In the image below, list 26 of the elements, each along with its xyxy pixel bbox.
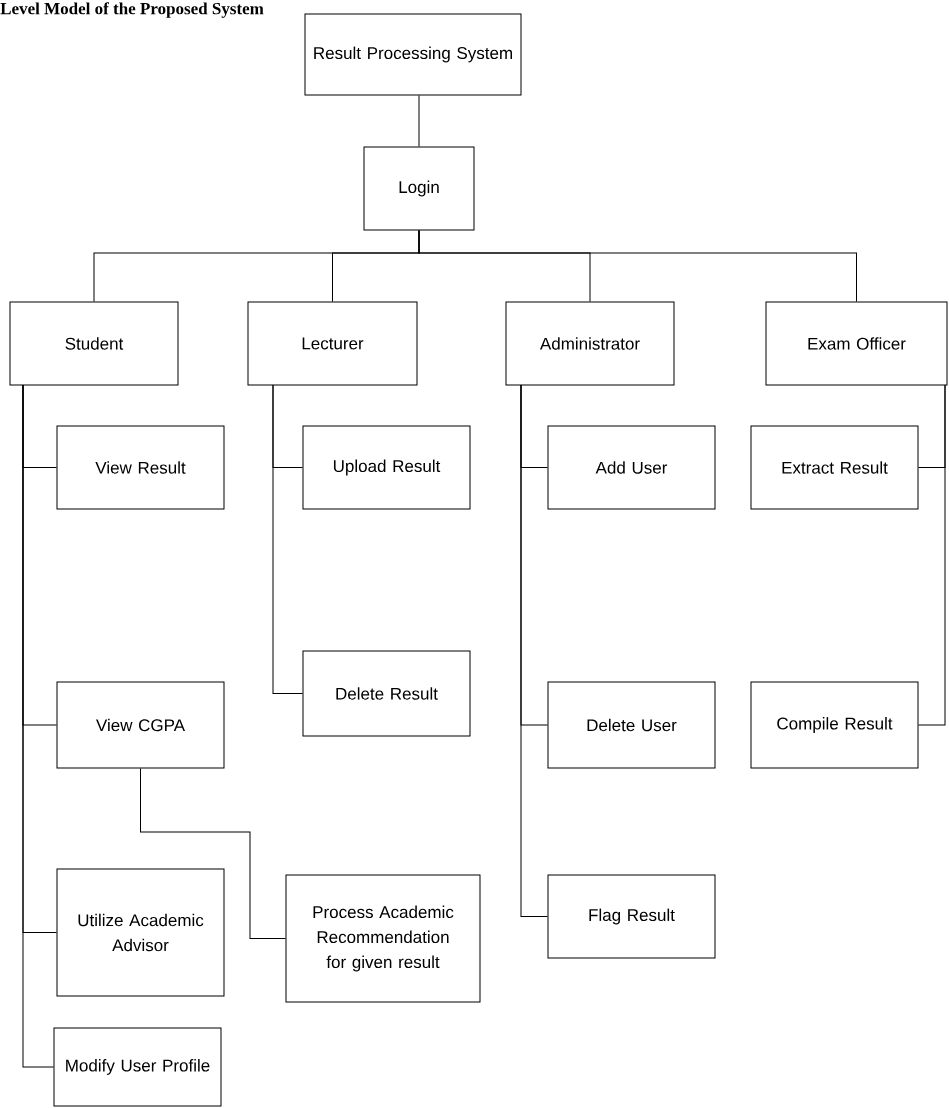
process-box: View Result: [56, 425, 225, 510]
process-box: Upload Result: [302, 425, 471, 510]
connector-line: [140, 768, 286, 939]
connector-line: [418, 95, 420, 147]
process-box: Lecturer: [247, 301, 418, 386]
process-box: Exam Officer: [765, 301, 948, 386]
process-box: View CGPA: [56, 681, 225, 769]
process-box: Flag Result: [547, 874, 716, 959]
connector-line: [520, 384, 548, 917]
process-box: Delete User: [547, 681, 716, 769]
process-box: Administrator: [505, 301, 675, 386]
process-box: Login: [363, 146, 475, 231]
process-box: Compile Result: [750, 681, 919, 769]
process-box: Modify User Profile: [53, 1027, 222, 1107]
title: Level Model of the Proposed System: [0, 2, 264, 18]
process-box: Extract Result: [750, 425, 919, 510]
connector-line: [22, 384, 54, 1068]
connector-line: [418, 230, 857, 302]
connector-line: [918, 384, 946, 726]
process-box: Process Academic Recommendation for given result: [285, 874, 481, 1003]
process-box: Add User: [547, 425, 716, 510]
process-box: Result Processing System: [304, 13, 522, 96]
process-box: Utilize Academic Advisor: [56, 868, 225, 997]
connector-line: [272, 384, 303, 694]
process-box: Delete Result: [302, 650, 471, 737]
process-box: Student: [9, 301, 179, 386]
